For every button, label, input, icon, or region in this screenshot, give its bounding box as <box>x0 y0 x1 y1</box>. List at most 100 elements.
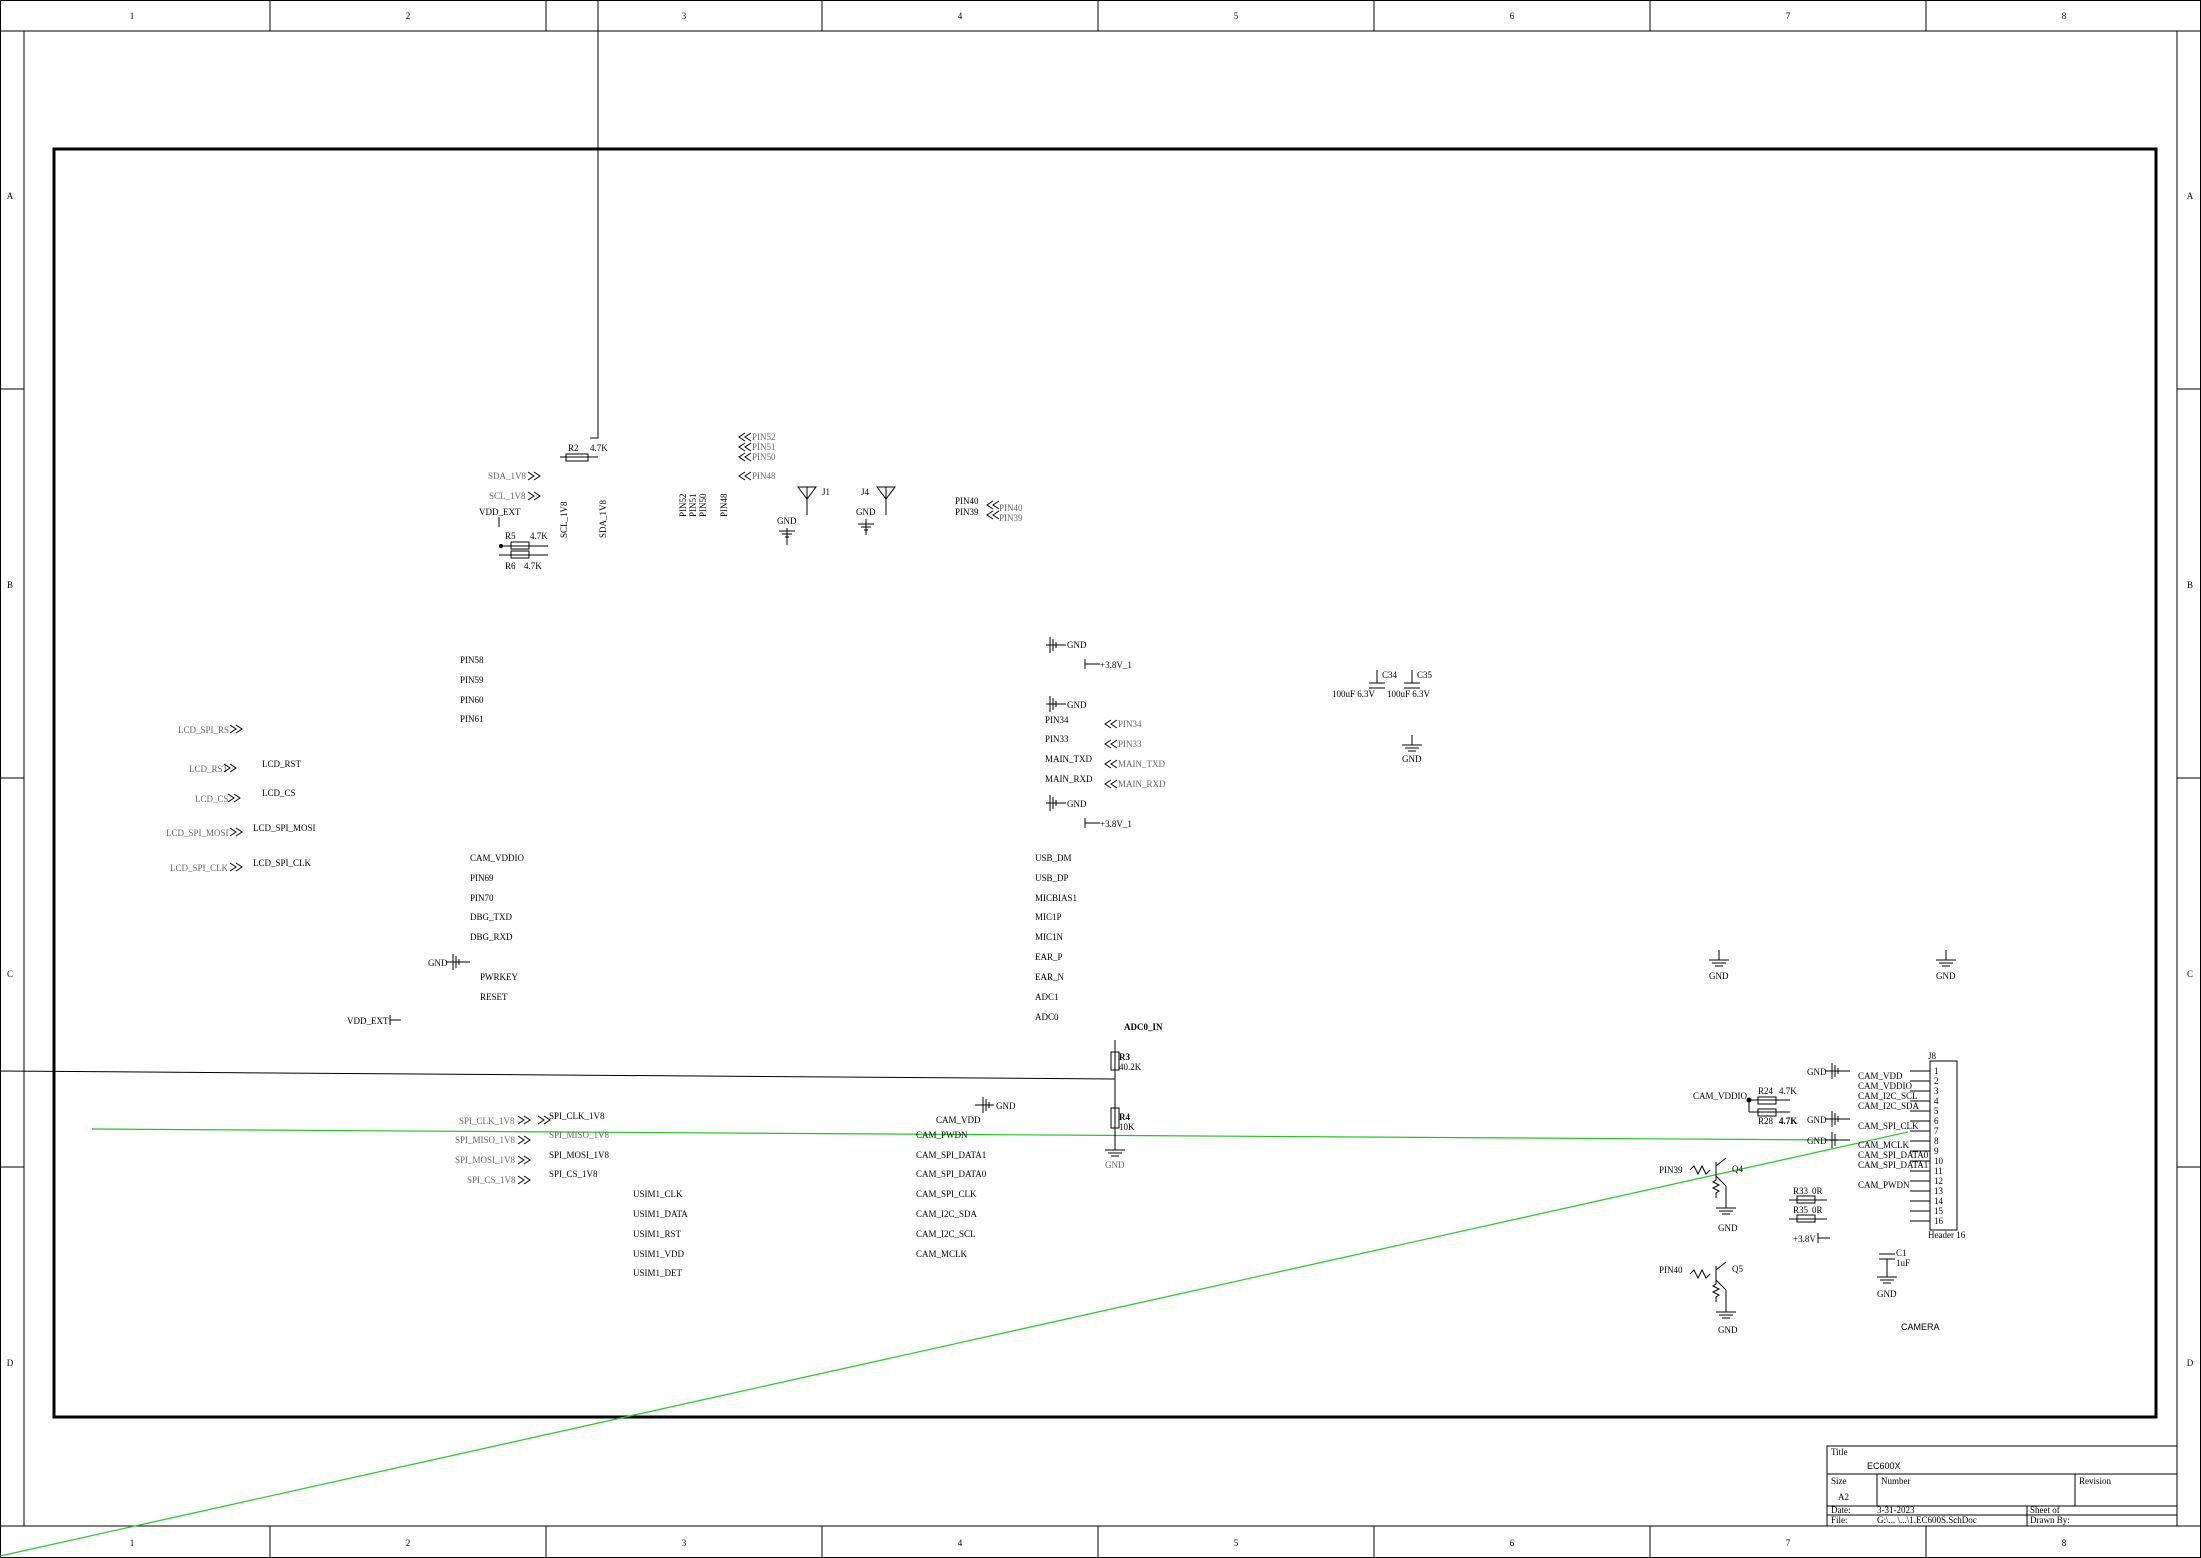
r3-ref: R3 <box>1119 1052 1130 1062</box>
port-lcd-spi-rs: LCD_SPI_RS <box>178 725 229 735</box>
port-pin39: PIN39 <box>999 513 1023 523</box>
gnd-label: GND <box>1709 971 1729 981</box>
camera-section: CAM_VDDIO R24 4.7K R28 4.7K GND GND GND … <box>1659 1051 1966 1335</box>
column-label-2: 2 <box>406 11 411 21</box>
net-scl-1v8-vertical: SCL_1V8 <box>559 501 569 538</box>
port-pin33: PIN33 <box>1118 739 1142 749</box>
header-pin-number: 9 <box>1934 1146 1939 1156</box>
gnd-label: GND <box>1067 799 1087 809</box>
gnd-label: GND <box>1718 1223 1738 1233</box>
file-label: File: <box>1831 1515 1848 1525</box>
hdr-spi-data0: CAM_SPI_DATA0 <box>1858 1150 1929 1160</box>
net-dbg-txd: DBG_TXD <box>470 912 512 922</box>
net-spi-mosi: SPI_MOSI_1V8 <box>549 1150 610 1160</box>
title-block: Title EC600X Size A2 Number Revision Dat… <box>1826 1445 2178 1527</box>
q4-ref: Q4 <box>1732 1164 1743 1174</box>
row-label-c: C <box>7 969 13 979</box>
column-label-4: 4 <box>958 11 963 21</box>
drawing-border <box>52 147 2158 1419</box>
column-label-1-bottom: 1 <box>130 1538 135 1548</box>
resistor-r3 <box>1110 1051 1120 1071</box>
module-left-pins: CAM_VDDIO PIN69 PIN70 DBG_TXD DBG_RXD GN… <box>347 853 525 1026</box>
header-pin-number: 5 <box>1934 1106 1939 1116</box>
port-spi-clk: SPI_CLK_1V8 <box>459 1116 515 1126</box>
port-lcd-spi-clk: LCD_SPI_CLK <box>170 863 229 873</box>
header-pin-number: 16 <box>1934 1216 1944 1226</box>
net-sda-1v8-vertical: SDA_1V8 <box>598 499 608 538</box>
row-label-d: D <box>7 1358 14 1368</box>
net-ear-n: EAR_N <box>1035 972 1065 982</box>
net-usim1-vdd: USIM1_VDD <box>633 1249 685 1259</box>
r6-value: 4.7K <box>524 561 542 571</box>
port-main-txd: MAIN_TXD <box>1118 759 1165 769</box>
header-pin-number: 11 <box>1934 1166 1943 1176</box>
row-label-b: B <box>7 580 13 590</box>
r28-value: 4.7K <box>1779 1116 1797 1126</box>
r33-ref: R33 <box>1793 1186 1809 1196</box>
c35-value: 100uF 6.3V <box>1387 689 1431 699</box>
net-spi-cs: SPI_CS_1V8 <box>549 1169 598 1179</box>
date-label: Date: <box>1831 1505 1851 1515</box>
antenna-j4: J4 GND <box>856 486 896 535</box>
net-cam-spi-data1: CAM_SPI_DATA1 <box>916 1150 986 1160</box>
r28-ref: R28 <box>1758 1116 1774 1126</box>
net-usim1-data: USIM1_DATA <box>633 1209 688 1219</box>
net-pwrkey: PWRKEY <box>480 972 519 982</box>
green-wire-diagonal <box>0 1131 1909 1557</box>
gnd-label: GND <box>428 958 448 968</box>
gnd-symbols-right: GND GND <box>1709 950 1956 981</box>
net-pin40: PIN40 <box>955 496 979 506</box>
net-sda-1v8: SDA_1V8 <box>488 471 527 481</box>
net-cam-spi-data0: CAM_SPI_DATA0 <box>916 1169 987 1179</box>
net-cam-pwdn: CAM_PWDN <box>916 1130 968 1140</box>
spi-ports: SPI_CLK_1V8 SPI_CLK_1V8 SPI_MISO_1V8 SPI… <box>455 1111 610 1185</box>
sheet-label: Sheet of <box>2030 1505 2060 1515</box>
header-pin-number: 1 <box>1934 1066 1939 1076</box>
row-label-d-right: D <box>2187 1358 2194 1368</box>
r2-value: 4.7K <box>590 443 608 453</box>
net-pin60: PIN60 <box>460 695 484 705</box>
net-pin52: PIN52 <box>752 432 776 442</box>
net-pin58: PIN58 <box>460 655 484 665</box>
r3-value: 40.2K <box>1119 1062 1142 1072</box>
net-lcd-cs: LCD_CS <box>262 788 296 798</box>
r5-ref: R5 <box>505 531 516 541</box>
net-pin33: PIN33 <box>1045 734 1069 744</box>
net-pin61: PIN61 <box>460 714 484 724</box>
net-pin51: PIN51 <box>752 442 776 452</box>
column-label-8: 8 <box>2062 11 2067 21</box>
net-usb-dp: USB_DP <box>1035 873 1069 883</box>
grid-column-labels: 1 2 3 4 5 6 7 8 1 2 3 4 5 6 7 8 <box>130 11 2067 1548</box>
net-cam-spi-clk: CAM_SPI_CLK <box>916 1189 977 1199</box>
r33-value: 0R <box>1812 1186 1823 1196</box>
net-adc1: ADC1 <box>1035 992 1059 1002</box>
port-lcd-cs: LCD_CS <box>195 794 229 804</box>
header-pin-number: 3 <box>1934 1086 1939 1096</box>
port-arrow-icon <box>527 491 541 501</box>
pin-group-58-61: PIN58 PIN59 PIN60 PIN61 <box>460 655 484 724</box>
column-label-3-bottom: 3 <box>682 1538 687 1548</box>
r24-value: 4.7K <box>1779 1086 1797 1096</box>
net-main-rxd: MAIN_RXD <box>1045 774 1093 784</box>
net-cam-vdd: CAM_VDD <box>936 1115 981 1125</box>
column-label-7: 7 <box>1786 11 1791 21</box>
hdr-cam-vdd: CAM_VDD <box>1858 1071 1903 1081</box>
gnd-label: GND <box>1067 640 1087 650</box>
sheet-title: EC600X <box>1867 1461 1901 1471</box>
port-spi-mosi: SPI_MOSI_1V8 <box>455 1155 516 1165</box>
net-ear-p: EAR_P <box>1035 952 1063 962</box>
hdr-mclk: CAM_MCLK <box>1858 1140 1910 1150</box>
grid-row-labels: A B C D A B C D <box>7 191 2194 1368</box>
number-label: Number <box>1881 1476 1911 1486</box>
net-dbg-rxd: DBG_RXD <box>470 932 513 942</box>
gnd-label: GND <box>856 507 876 517</box>
wire-adc-left <box>0 1070 1116 1080</box>
port-pin34: PIN34 <box>1118 719 1142 729</box>
usim-nets: USIM1_CLK USIM1_DATA USIM1_RST USIM1_VDD… <box>633 1189 688 1278</box>
gnd-label: GND <box>1936 971 1956 981</box>
net-3v8: +3.8V <box>1793 1234 1816 1244</box>
gnd-label: GND <box>1067 700 1087 710</box>
net-pin40-q5: PIN40 <box>1659 1265 1683 1275</box>
net-cam-vddio-cam: CAM_VDDIO <box>1693 1091 1748 1101</box>
